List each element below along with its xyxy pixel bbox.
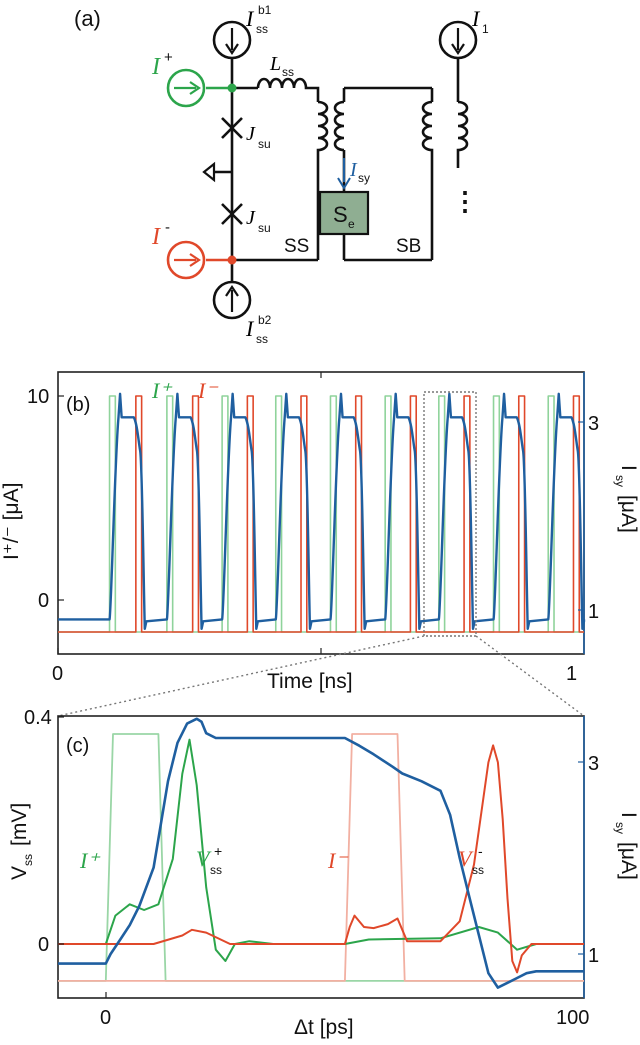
svg-text:[μA]: [μA] [617,842,640,880]
svg-text:-: - [478,843,483,859]
svg-text:Δt [ps]: Δt [ps] [294,1016,354,1039]
iminus-label: I [151,224,161,250]
panel-a-label: (a) [74,6,101,31]
junction-top-symbol [221,117,243,139]
b-xtick-label-0: 0 [52,663,63,685]
c-ann-iminus: I⁻ [327,848,349,873]
iminus-source [166,240,237,280]
svg-text:ss: ss [210,863,222,877]
c-yrtick-label-1: 1 [588,945,599,967]
panel-b: (b) 0 1 0 10 1 3 Time [ns] I⁺/⁻ [μA] I s… [0,371,640,717]
svg-text:V: V [8,866,31,880]
transformer-secondary-ss [333,100,345,152]
panel-c: (c) 0 100 0 0.4 1 3 Δt [ps] V ss [mV] I … [8,707,640,1039]
b-ylabel-right: I sy [μA] [613,465,640,533]
b-yrtick-label-1: 1 [588,601,599,623]
transformer-primary-sb [421,100,434,260]
ib2-label-sub: ss [256,332,268,346]
zoom-connector-left [57,635,425,717]
b-ytick-label-0: 0 [38,590,49,612]
junction-bottom-label: J [246,207,256,229]
isy-label-sub: sy [358,171,370,185]
junction-bottom-sub: su [258,221,271,235]
junction-top-sub: su [258,137,271,151]
ib1-label: I [245,6,255,31]
c-series-1 [58,733,584,982]
c-ytick-label-0: 0 [38,934,49,956]
b-series-iplus [58,395,584,633]
b-yrtick-label-3: 3 [588,413,599,435]
c-xtick-label-0: 0 [100,1007,111,1029]
isy-label: I [349,159,358,181]
b-xlabel: Time [ns] [267,670,353,693]
ss-label: SS [284,236,309,257]
b-series-isy [58,392,586,630]
iminus-label-sup: - [165,219,170,236]
iplus-label-sup: + [164,49,173,66]
junction-top-label: J [246,123,256,145]
circuit-diagram: (a) ⋮ S e I sy [74,3,489,346]
svg-text:+: + [214,843,222,859]
b-legend-iminus: I⁻ [197,378,219,403]
lss-inductor [256,77,320,102]
c-yrtick-label-3: 3 [588,753,599,775]
ground-icon [202,161,232,183]
panel-b-label: (b) [66,394,90,416]
transformer-secondary-sb [456,100,469,168]
isy-arrow-head [337,177,351,190]
ib1-label-sup: b1 [258,3,272,17]
junction-bottom-symbol [221,203,243,225]
continuation-dots: ⋮ [452,186,478,216]
transformer-primary-ss [316,100,329,260]
svg-text:[mV]: [mV] [8,803,31,846]
svg-text:ss: ss [472,863,484,877]
svg-text:[μA]: [μA] [617,495,640,533]
c-ann-vminus: V ss - [458,843,484,877]
c-xlabel: Δt [ps] [294,1016,354,1039]
c-xtick-label-100: 100 [556,1007,589,1029]
zoom-box [423,391,477,637]
i1-label-sub: 1 [482,22,489,36]
ib2-label-sup: b2 [258,313,272,327]
c-ylabel-right: I sy [μA] [613,812,640,880]
c-ytick-label-04: 0.4 [24,707,52,729]
svg-text:sy: sy [613,475,627,487]
panel-c-label: (c) [66,735,89,757]
svg-text:sy: sy [613,822,627,834]
ib1-label-sub: ss [256,22,268,36]
svg-text:V: V [196,846,212,871]
svg-text:I: I [617,812,640,818]
c-ylabel: V ss [mV] [8,803,35,880]
svg-text:ss: ss [21,854,35,866]
b-legend-iplus: I⁺ [151,378,173,403]
c-ann-iplus: I⁺ [79,848,101,873]
panel-b-plot [58,392,586,633]
iplus-source [166,68,237,108]
lss-label-sub: ss [282,65,294,79]
ib2-label: I [245,316,255,341]
svg-text:V: V [458,846,474,871]
i1-source [438,20,478,60]
ib2-source [212,280,252,320]
c-series-3 [58,744,584,974]
sb-label: SB [396,236,421,257]
ib1-source [212,20,252,60]
se-label: S [333,202,348,227]
b-series-iminus [58,395,584,633]
c-series-2 [58,738,584,962]
panel-c-plot [58,717,584,989]
b-xtick-label-1: 1 [566,663,577,685]
b-ytick-label-10: 10 [27,386,49,408]
i1-label: I [471,6,481,31]
se-element [318,190,370,236]
iplus-label: I [151,54,161,80]
c-series-4 [58,717,584,989]
b-ylabel: I⁺/⁻ [μA] [0,483,23,560]
lss-label: L [269,53,281,75]
c-ann-vplus: V ss + [196,843,222,877]
svg-text:I: I [617,465,640,471]
se-label-sub: e [348,217,355,231]
